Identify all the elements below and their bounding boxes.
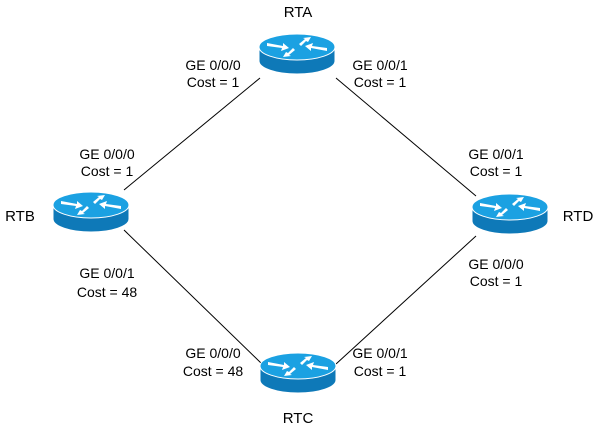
rtd-ge000-cost-label: Cost = 1	[469, 273, 523, 289]
rta-ge001-port-label: GE 0/0/1	[352, 57, 408, 73]
router-rtc-label: RTC	[282, 410, 314, 427]
router-rtb-icon	[52, 191, 130, 233]
links	[123, 77, 477, 365]
rtd-ge000-port-label: GE 0/0/0	[468, 256, 524, 272]
rta-ge000-cost-label: Cost = 1	[186, 74, 240, 90]
router-rtb-label: RTB	[5, 208, 35, 225]
router-rtd-label: RTD	[562, 208, 594, 225]
router-rtc-icon	[259, 352, 337, 394]
rtc-ge000-cost-label: Cost = 48	[182, 363, 244, 379]
link-rta-rtb	[123, 77, 261, 191]
link-rtb-rtc	[123, 229, 263, 365]
router-rta-icon	[258, 33, 336, 75]
rtb-ge001-cost-label: Cost = 48	[76, 284, 138, 300]
rta-ge001-cost-label: Cost = 1	[353, 74, 407, 90]
rta-ge000-port-label: GE 0/0/0	[185, 57, 241, 73]
rtd-ge001-cost-label: Cost = 1	[469, 163, 523, 179]
rtb-ge000-cost-label: Cost = 1	[80, 163, 134, 179]
router-rta-label: RTA	[283, 4, 313, 21]
rtb-ge001-port-label: GE 0/0/1	[79, 265, 135, 281]
link-rta-rtd	[335, 77, 477, 197]
rtc-ge001-cost-label: Cost = 1	[353, 363, 407, 379]
router-rtd-icon	[471, 193, 549, 235]
rtb-ge000-port-label: GE 0/0/0	[79, 146, 135, 162]
link-rtd-rtc	[335, 235, 477, 365]
rtd-ge001-port-label: GE 0/0/1	[468, 146, 524, 162]
rtc-ge001-port-label: GE 0/0/1	[352, 345, 408, 361]
rtc-ge000-port-label: GE 0/0/0	[185, 345, 241, 361]
